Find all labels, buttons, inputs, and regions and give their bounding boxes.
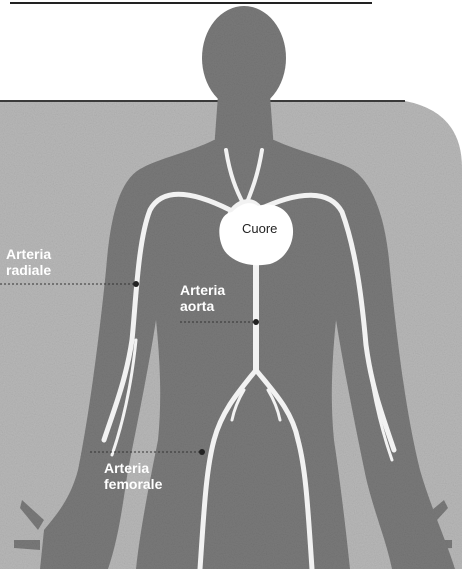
aorta-marker (253, 319, 259, 325)
arteria-aorta-line1: Arteria (180, 282, 225, 298)
arteria-radiale-line2: radiale (6, 262, 51, 278)
arteria-radiale-label: Arteria radiale (6, 246, 51, 278)
arteria-aorta-line2: aorta (180, 298, 225, 314)
femorale-marker (199, 449, 205, 455)
arteria-femorale-label: Arteria femorale (104, 460, 162, 492)
radiale-marker (133, 281, 139, 287)
arteria-femorale-line1: Arteria (104, 460, 162, 476)
arteria-aorta-label: Arteria aorta (180, 282, 225, 314)
cuore-label: Cuore (242, 221, 277, 236)
arteria-femorale-line2: femorale (104, 476, 162, 492)
arteria-radiale-line1: Arteria (6, 246, 51, 262)
